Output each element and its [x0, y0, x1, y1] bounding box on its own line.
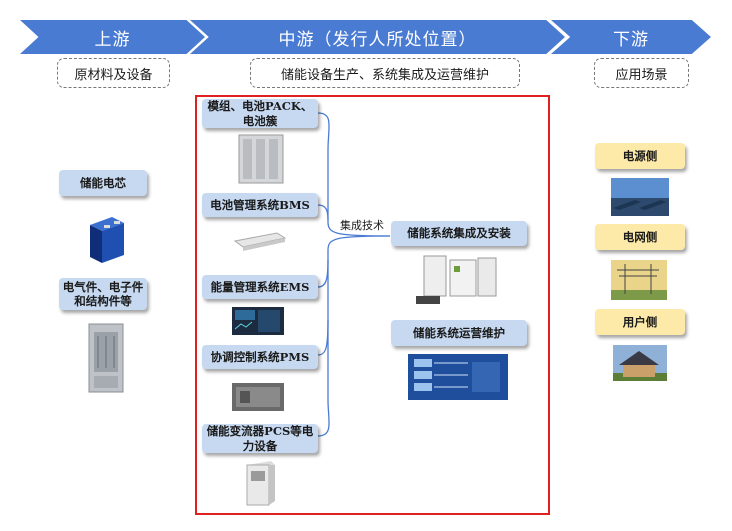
stage-downstream: 下游 [551, 20, 711, 54]
ems-image [232, 307, 284, 335]
integration-tech-label: 集成技术 [340, 219, 384, 232]
integration-equipment-image [416, 255, 497, 304]
box-bms: 电池管理系统BMS [202, 193, 318, 217]
box-pms: 协调控制系统PMS [202, 345, 318, 369]
box-system-operation: 储能系统运营维护 [391, 320, 527, 346]
box-pcs: 储能变流器PCS等电力设备 [202, 424, 318, 453]
box-generation-side: 电源侧 [595, 143, 685, 169]
operation-screen-image [408, 354, 508, 400]
power-grid-image [611, 260, 667, 300]
box-grid-side: 电网侧 [595, 224, 685, 250]
stage-upstream: 上游 [20, 20, 205, 54]
subtitle-downstream: 应用场景 [594, 58, 689, 88]
subtitle-midstream: 储能设备生产、系统集成及运营维护 [250, 58, 520, 88]
box-battery-cell: 储能电芯 [59, 170, 147, 196]
pcs-image [246, 461, 275, 506]
battery-rack-image [238, 134, 284, 184]
residential-solar-image [613, 345, 667, 381]
pms-image [232, 383, 284, 411]
box-user-side: 用户侧 [595, 309, 685, 335]
box-module-pack: 模组、电池PACK、电池簇 [202, 99, 318, 128]
battery-cell-image [90, 217, 124, 263]
midstream-frame [195, 95, 550, 515]
subtitle-upstream: 原材料及设备 [57, 58, 170, 88]
solar-farm-image [611, 178, 669, 216]
cabinet-image [88, 323, 124, 393]
bms-image [233, 232, 287, 251]
stage-midstream: 中游（发行人所处位置） [190, 20, 565, 54]
box-system-integration: 储能系统集成及安装 [391, 221, 527, 246]
box-ems: 能量管理系统EMS [202, 275, 318, 299]
box-electrical-parts: 电气件、电子件和结构件等 [59, 278, 147, 310]
